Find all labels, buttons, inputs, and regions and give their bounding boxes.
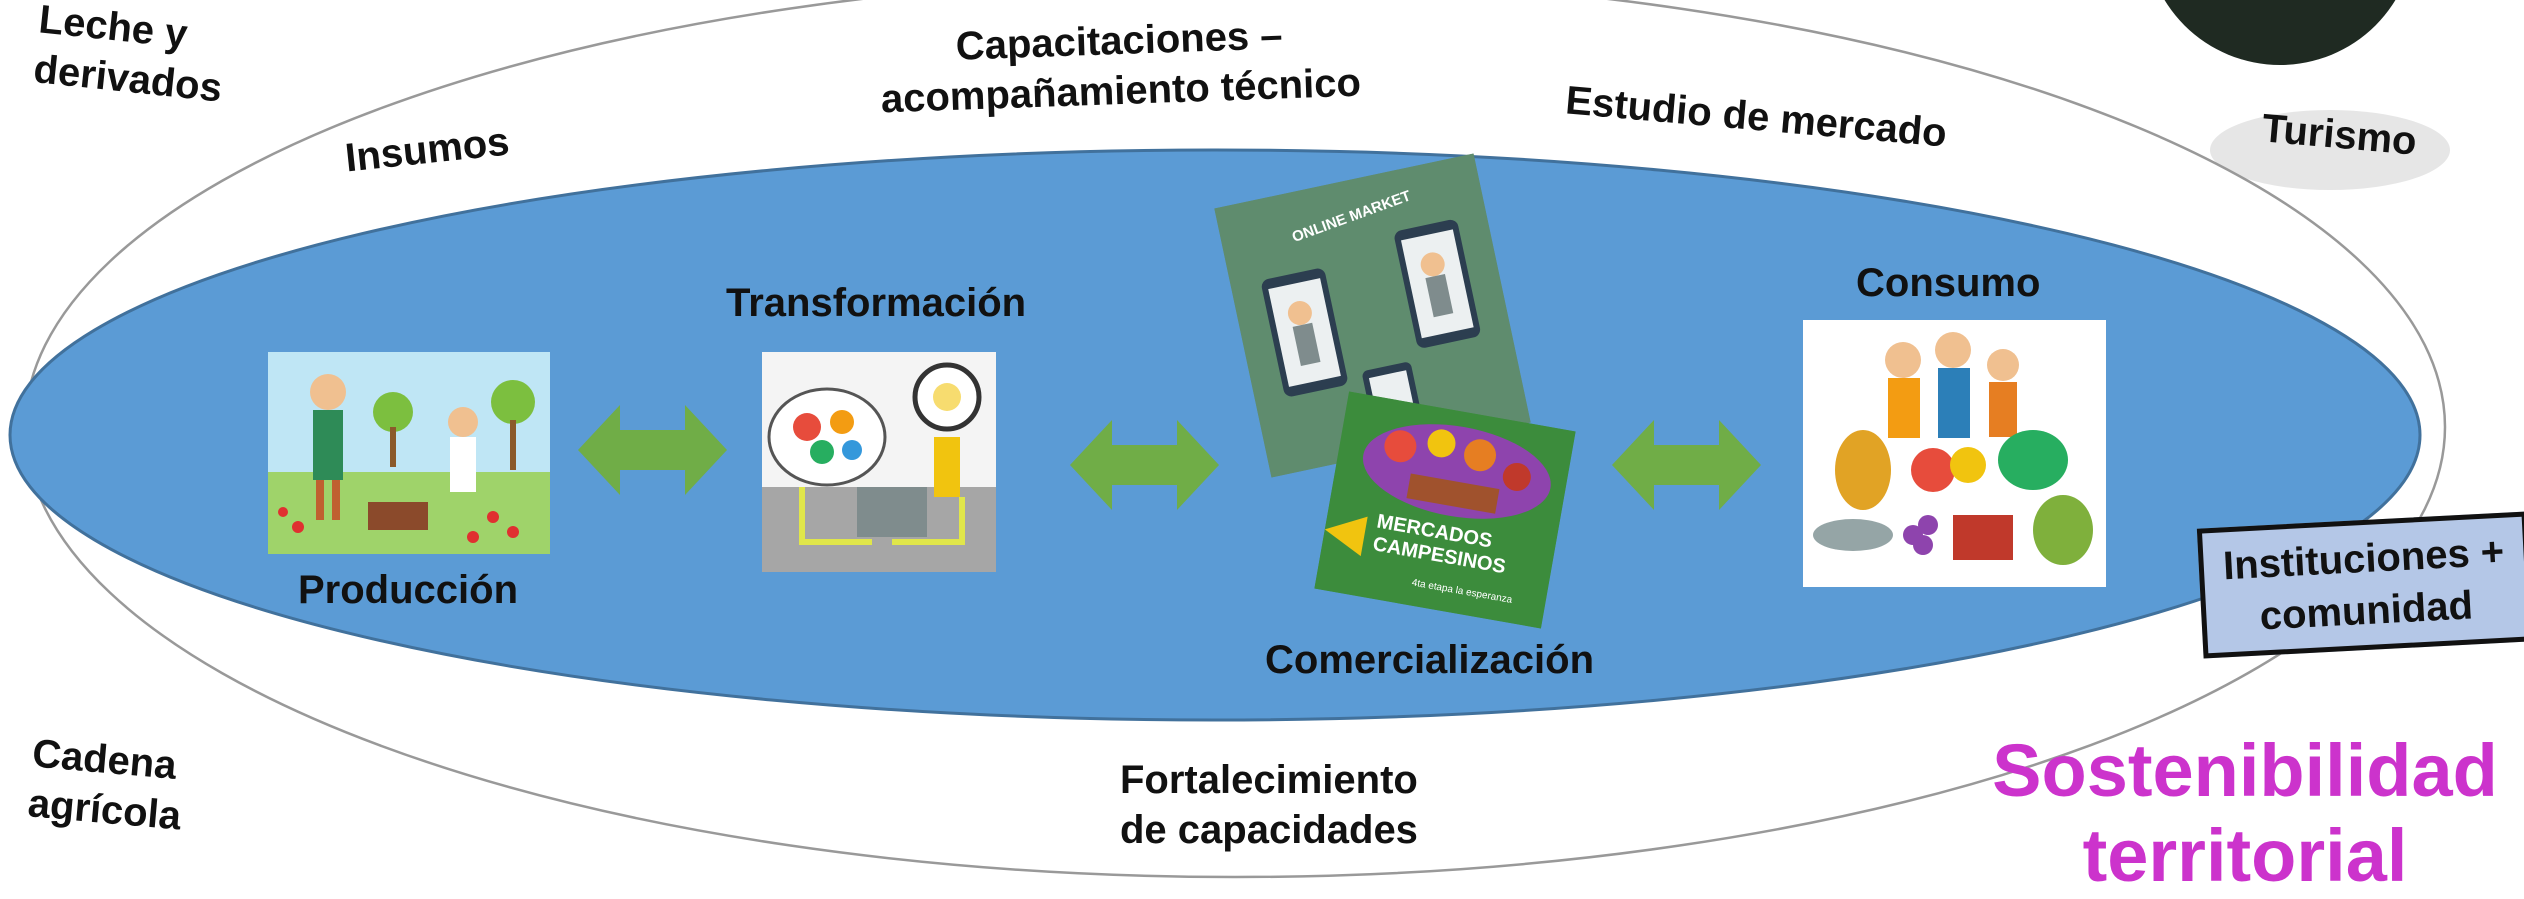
consumo-image: [1803, 320, 2106, 587]
label-leche-y-derivados: Leche y derivados: [31, 0, 225, 111]
label-capacitaciones: Capacitaciones – acompañamiento técnico: [880, 13, 1362, 122]
label-fortalecimiento: Fortalecimiento de capacidades: [1120, 758, 1418, 852]
stage-label-consumo: Consumo: [1856, 261, 2041, 305]
sostenibilidad-territorial-title: Sostenibilidad territorial: [1992, 729, 2498, 898]
double-arrow-3: [1612, 420, 1761, 510]
transformacion-image: [762, 352, 996, 572]
turismo-image: [2164, 0, 2396, 65]
turismo-shadow: [2210, 110, 2450, 190]
label-cadena-agricola: Cadena agrícola: [26, 731, 183, 839]
produccion-image: [268, 352, 550, 554]
stage-label-comercializacion: Comercialización: [1265, 638, 1595, 682]
double-arrow-2: [1070, 420, 1219, 510]
stage-label-produccion: Producción: [298, 568, 519, 612]
instituciones-comunidad-label: Instituciones + comunidad: [2222, 529, 2506, 639]
mercados-campesinos-image: MERCADOS CAMPESINOS 4ta etapa la esperan…: [1314, 391, 1576, 629]
stage-label-transformacion: Transformación: [726, 281, 1027, 325]
instituciones-comunidad-box: Instituciones + comunidad: [2196, 511, 2524, 659]
double-arrow-1: [578, 405, 727, 495]
